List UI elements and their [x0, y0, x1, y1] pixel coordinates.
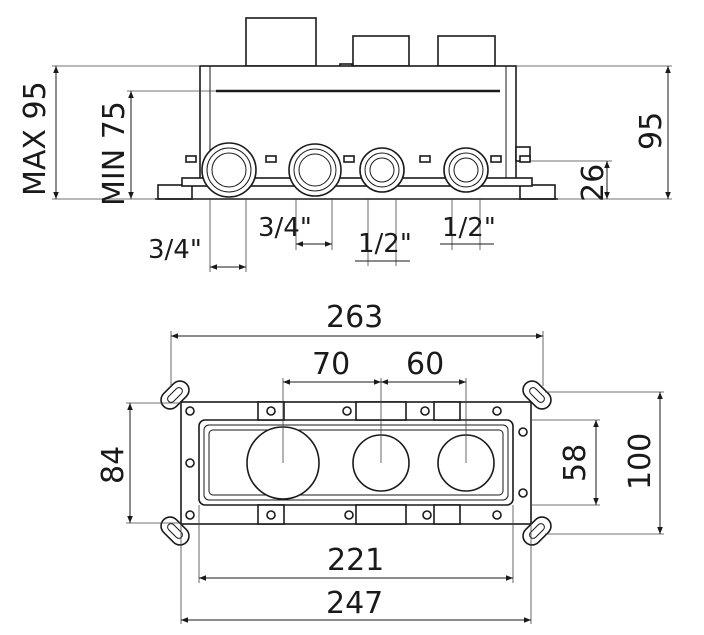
port-3-label: 1/2": [358, 229, 412, 259]
port-1-label: 3/4": [148, 235, 202, 265]
screws: [185, 406, 528, 520]
top-view: 263 70 60 84 58 100 221 247: [96, 300, 664, 624]
min-height-label: MIN 75: [97, 101, 132, 206]
height-26-label: 26: [576, 164, 611, 202]
port-2-label: 3/4": [258, 213, 312, 243]
side-port-2: [288, 143, 342, 197]
inner-width-label: 221: [327, 543, 384, 578]
side-foot-right: [519, 184, 556, 200]
side-top-block-right: [437, 35, 496, 67]
port-4-label: 1/2": [442, 213, 496, 243]
height-95-label: 95: [634, 112, 669, 150]
spacing-60-label: 60: [406, 347, 444, 382]
side-port-4: [443, 147, 489, 193]
spacing-70-label: 70: [312, 347, 350, 382]
frame-tabs: [257, 401, 461, 525]
side-top-block-mid: [352, 35, 410, 67]
outer-width-label: 247: [326, 586, 383, 621]
height-100-label: 100: [623, 433, 658, 490]
side-bolts: [185, 155, 531, 163]
side-top-block-left: [245, 17, 317, 67]
overall-width-label: 263: [326, 300, 383, 335]
max-height-label: MAX 95: [18, 81, 53, 196]
side-port-1: [201, 142, 257, 198]
height-58-label: 58: [558, 444, 593, 482]
side-foot-left: [157, 184, 193, 200]
height-84-label: 84: [96, 446, 131, 484]
side-port-3: [359, 147, 405, 193]
side-view: MAX 95 MIN 75 95 26 3/4" 3/4" 1/2" 1/2": [18, 17, 672, 272]
